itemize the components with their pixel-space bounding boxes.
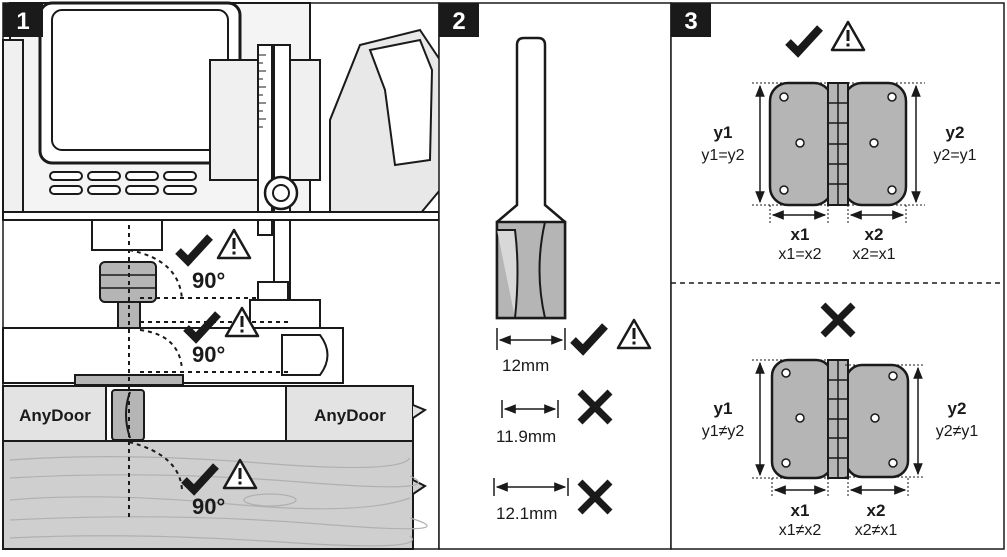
door-board: [2, 385, 428, 550]
panel-2: 12mm 11.9mm 12.1mm 2: [438, 2, 672, 550]
label-y2: y2: [946, 123, 965, 142]
router-bit: [495, 36, 567, 350]
panel-1: AnyDoor AnyDoor 90° 90° 90° 1: [2, 1, 441, 550]
panel-number-badge: [671, 3, 711, 37]
label-y2-relation: y2=y1: [933, 147, 976, 164]
angle-label-top: 90°: [192, 268, 225, 293]
label-y1: y1: [714, 399, 733, 418]
label-x1-relation: x1=x2: [778, 246, 821, 263]
label-y1-relation: y1≠y2: [702, 423, 745, 440]
panel-3: y1 y1=y2 y2 y2=y1 x1 x1=x2 x2 x2=x1: [670, 2, 1005, 550]
label-x2: x2: [865, 225, 884, 244]
brand-label-right: AnyDoor: [314, 406, 386, 425]
panel-number: 2: [452, 8, 465, 35]
label-x1-relation: x1≠x2: [779, 522, 822, 539]
router-illustration: [2, 1, 441, 391]
panel-number-badge: [3, 3, 43, 37]
hinge-correct: [752, 81, 925, 225]
brand-label-left: AnyDoor: [19, 406, 91, 425]
label-x2: x2: [867, 501, 886, 520]
label-x1: x1: [791, 225, 810, 244]
label-x1: x1: [791, 501, 810, 520]
label-y2-relation: y2≠y1: [936, 423, 979, 440]
hinge-incorrect: [752, 358, 925, 498]
size-label-too-small: 11.9mm: [496, 427, 556, 446]
panel-number: 3: [684, 8, 697, 35]
angle-label-bottom: 90°: [192, 494, 225, 519]
size-label-correct: 12mm: [502, 356, 549, 375]
size-label-too-large: 12.1mm: [496, 504, 557, 523]
label-x2-relation: x2≠x1: [855, 522, 898, 539]
label-x2-relation: x2=x1: [852, 246, 895, 263]
label-y1-relation: y1=y2: [701, 147, 744, 164]
panel-number-badge: [439, 3, 479, 37]
label-y2: y2: [948, 399, 967, 418]
angle-label-middle: 90°: [192, 342, 225, 367]
panel-number: 1: [16, 8, 29, 35]
label-y1: y1: [714, 123, 733, 142]
